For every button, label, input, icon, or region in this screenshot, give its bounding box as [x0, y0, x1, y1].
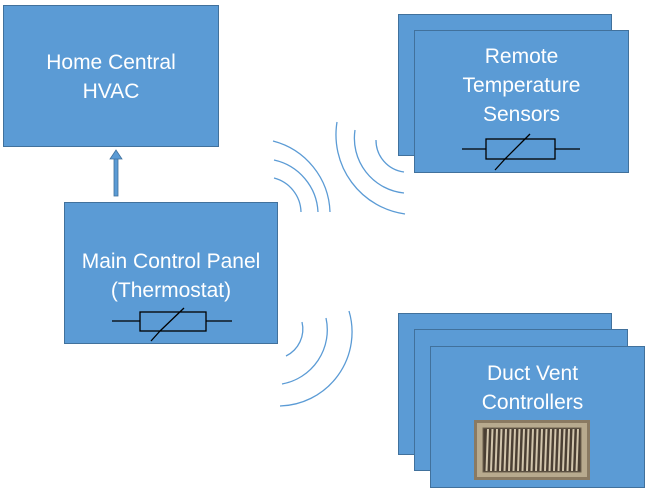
- thermistor-icon: [462, 133, 580, 171]
- vent-slat: [575, 428, 579, 472]
- vent-slat: [571, 428, 575, 472]
- wireless-signal-icon: [272, 140, 331, 213]
- vent-slat: [548, 428, 552, 472]
- vent-slat: [508, 428, 512, 472]
- control-panel-label: Main Control Panel (Thermostat): [81, 250, 261, 302]
- vent-slat: [512, 428, 516, 472]
- vent-slat: [557, 428, 561, 472]
- hvac-label: Home Central HVAC: [46, 51, 176, 103]
- wireless-signal-icon: [279, 310, 353, 407]
- wireless-signal-icon: [335, 121, 406, 215]
- vents-node: Duct Vent Controllers: [430, 346, 645, 488]
- control-panel-node: Main Control Panel (Thermostat): [64, 202, 278, 344]
- vent-slat: [494, 428, 498, 472]
- vent-slat: [526, 428, 530, 472]
- vent-slat: [490, 428, 494, 472]
- hvac-node: Home Central HVAC: [3, 5, 219, 147]
- vent-grille-icon: [474, 420, 590, 480]
- vent-slat: [517, 428, 521, 472]
- vent-slat: [503, 428, 507, 472]
- vent-slat: [539, 428, 543, 472]
- vent-slat: [566, 428, 570, 472]
- sensors-node: Remote Temperature Sensors: [414, 30, 629, 173]
- arrow-up-icon: [109, 149, 123, 197]
- vent-slat: [535, 428, 539, 472]
- sensors-label: Remote Temperature Sensors: [462, 45, 581, 126]
- vent-slat: [521, 428, 525, 472]
- vent-slat: [562, 428, 566, 472]
- vents-label: Duct Vent Controllers: [481, 362, 584, 414]
- vent-slat: [553, 428, 557, 472]
- vent-slat: [499, 428, 503, 472]
- vent-slat: [485, 428, 489, 472]
- vent-slat: [544, 428, 548, 472]
- thermistor-icon: [112, 307, 232, 342]
- vent-slat: [530, 428, 534, 472]
